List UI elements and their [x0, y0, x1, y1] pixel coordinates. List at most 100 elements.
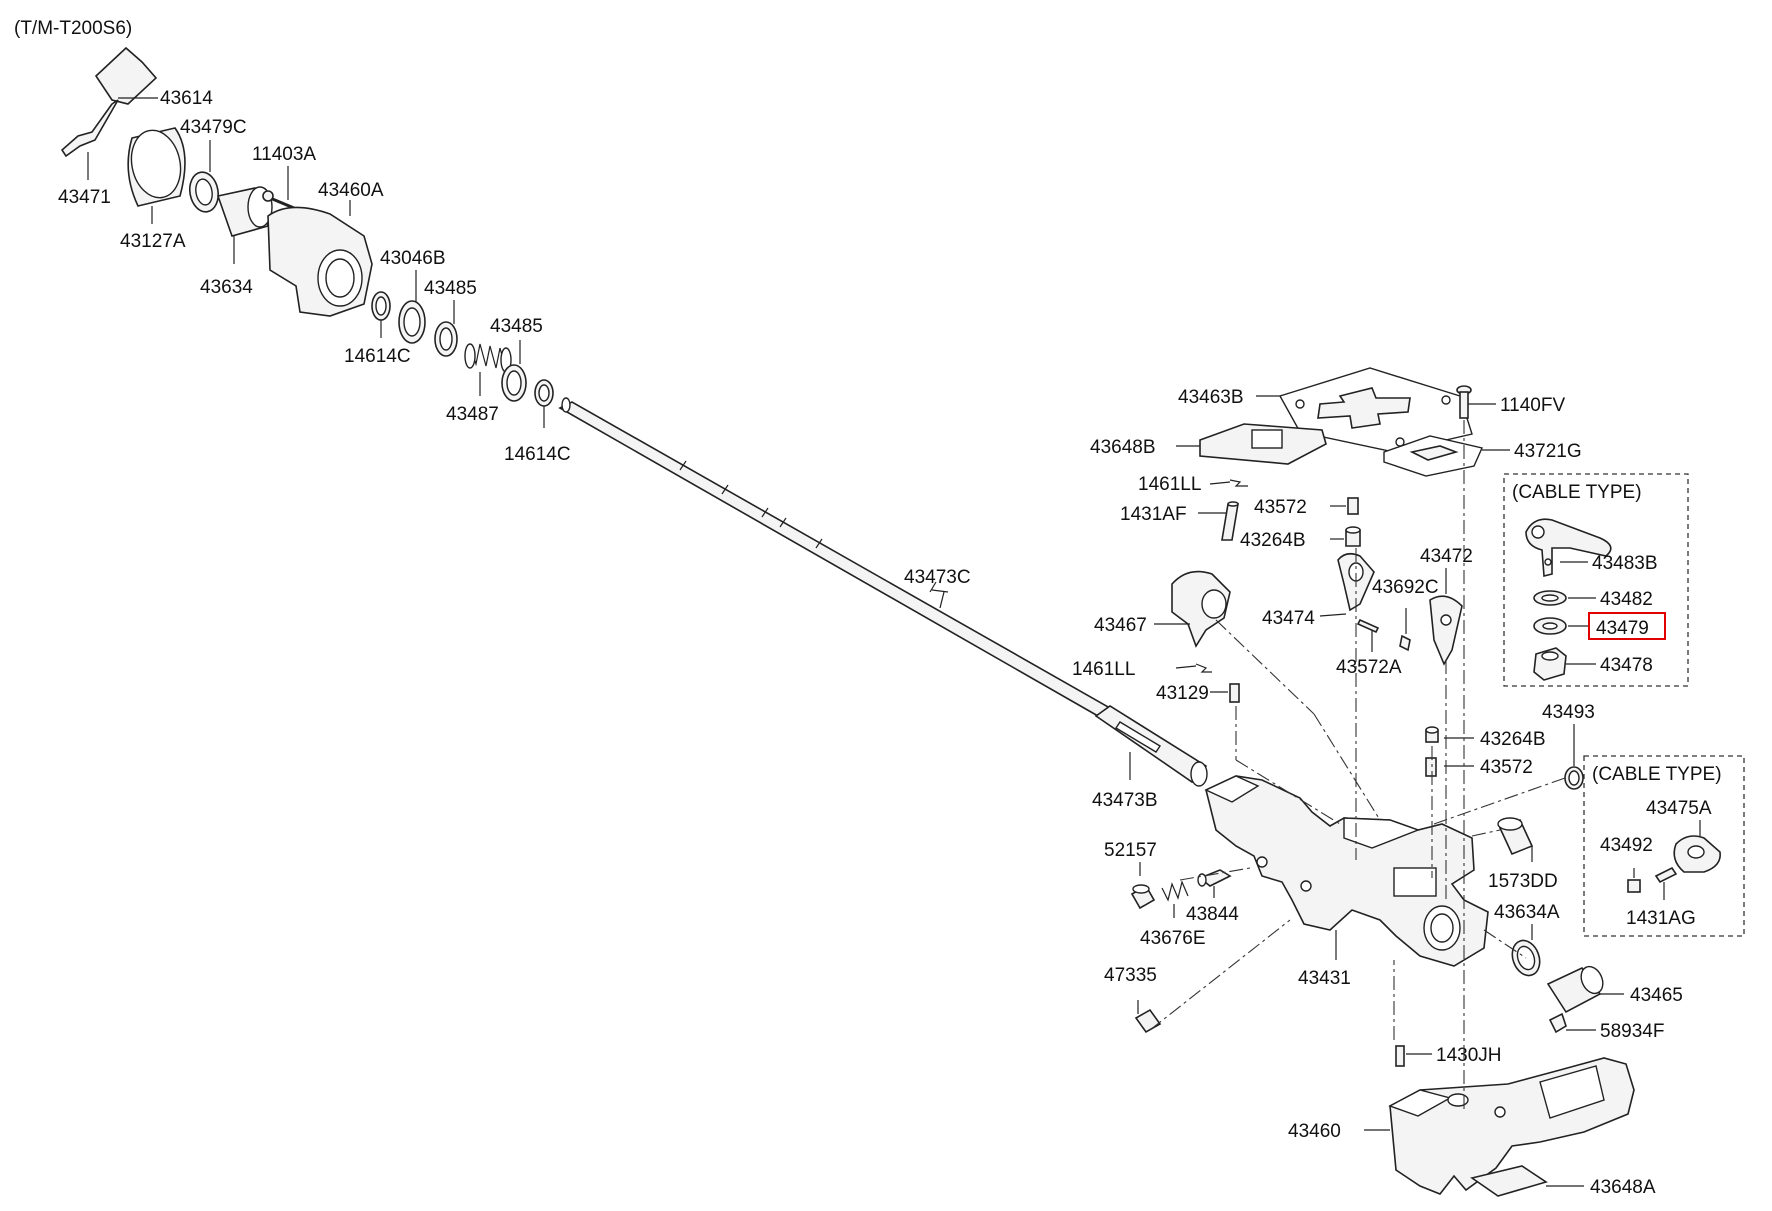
label-1461LL-upper: 1461LL — [1138, 474, 1201, 495]
label-43492: 43492 — [1600, 835, 1653, 856]
housing-43460A[interactable] — [267, 200, 373, 317]
snap-ring-14614C-lower[interactable] — [534, 379, 554, 428]
label-43474: 43474 — [1262, 608, 1315, 629]
label-43129: 43129 — [1156, 683, 1209, 704]
seal-43046B[interactable] — [398, 270, 426, 344]
cap-43264B-lower[interactable] — [1425, 726, 1474, 743]
fitting-58934F[interactable] — [1548, 1012, 1596, 1034]
label-43473B: 43473B — [1092, 790, 1158, 811]
pin-1430JH[interactable] — [1395, 1045, 1432, 1067]
pin-1431AF[interactable] — [1198, 501, 1239, 541]
label-1140FV: 1140FV — [1500, 395, 1565, 416]
label-43473C: 43473C — [904, 567, 971, 588]
shift-lever-43472[interactable] — [1429, 568, 1463, 666]
plate-43648B[interactable] — [1176, 423, 1327, 465]
cable-type-label-lower: (CABLE TYPE) — [1592, 764, 1722, 785]
washer-43485-a[interactable] — [434, 300, 458, 357]
label-43493: 43493 — [1542, 702, 1595, 723]
label-43478: 43478 — [1600, 655, 1653, 676]
label-1431AF: 1431AF — [1120, 504, 1187, 525]
label-52157: 52157 — [1104, 840, 1157, 861]
pin-43129[interactable] — [1210, 683, 1240, 703]
label-43467: 43467 — [1094, 615, 1147, 636]
bushing-43479[interactable] — [1533, 617, 1588, 635]
label-43572A: 43572A — [1336, 657, 1402, 678]
washer-43485-b[interactable] — [501, 340, 527, 402]
lever-43475A[interactable] — [1673, 820, 1721, 873]
label-43648B: 43648B — [1090, 437, 1156, 458]
label-58934F: 58934F — [1600, 1021, 1664, 1042]
selector-43474[interactable] — [1319, 552, 1375, 617]
snap-ring-14614C-upper[interactable] — [371, 291, 391, 338]
bushing-43492[interactable] — [1627, 868, 1641, 893]
pin-43692C[interactable] — [1399, 608, 1411, 652]
label-43127A: 43127A — [120, 231, 186, 252]
pin-1461LL-lower[interactable] — [1175, 663, 1212, 673]
diagram-header: (T/M-T200S6) — [14, 18, 132, 39]
label-43460A: 43460A — [318, 180, 384, 201]
nut-43478[interactable] — [1533, 647, 1596, 681]
seal-43634A[interactable] — [1508, 924, 1545, 979]
cable-type-box-upper — [1503, 473, 1689, 687]
label-1461LL-lower: 1461LL — [1072, 659, 1135, 680]
label-43485-b: 43485 — [490, 316, 543, 337]
oring-43493[interactable] — [1564, 724, 1584, 790]
assembly-guide-lines — [1149, 420, 1566, 1110]
pin-1431AG[interactable] — [1654, 866, 1678, 900]
pin-43572-upper[interactable] — [1330, 497, 1359, 515]
label-43046B: 43046B — [380, 248, 446, 269]
cap-43264B-upper[interactable] — [1330, 526, 1361, 547]
label-43485-a: 43485 — [424, 278, 477, 299]
label-43614: 43614 — [160, 88, 213, 109]
case-43431[interactable] — [1204, 775, 1489, 967]
label-43479[interactable]: 43479 — [1596, 618, 1649, 639]
label-43471: 43471 — [58, 187, 111, 208]
cover-gasket-43463B[interactable] — [1256, 367, 1473, 453]
seal-43479C[interactable] — [187, 140, 222, 214]
pin-43572A[interactable] — [1356, 618, 1380, 652]
shift-lever-43614[interactable] — [60, 46, 158, 158]
label-43482: 43482 — [1600, 589, 1653, 610]
pin-1461LL-upper[interactable] — [1229, 479, 1248, 487]
label-14614C-upper: 14614C — [344, 346, 411, 367]
label-43479C: 43479C — [180, 117, 247, 138]
pin-43572-lower[interactable] — [1425, 757, 1474, 777]
interlock-43467[interactable] — [1154, 570, 1231, 648]
bolt-11403A[interactable] — [262, 166, 295, 210]
label-43460: 43460 — [1288, 1121, 1341, 1142]
label-43475A: 43475A — [1646, 798, 1712, 819]
label-11403A: 11403A — [252, 144, 316, 165]
plug-43465[interactable] — [1546, 963, 1624, 1014]
label-43472: 43472 — [1420, 546, 1473, 567]
label-43721G: 43721G — [1514, 441, 1582, 462]
label-1431AG: 1431AG — [1626, 908, 1696, 929]
label-43844: 43844 — [1186, 904, 1239, 925]
shaft-43473C[interactable] — [558, 397, 1112, 717]
shaft-end-43473B[interactable] — [1094, 705, 1208, 787]
spring-43487[interactable] — [464, 343, 512, 396]
housing-43460[interactable] — [1364, 1057, 1635, 1195]
plunger-43844[interactable] — [1197, 869, 1232, 898]
boot-43127A[interactable] — [125, 126, 186, 224]
washer-43482[interactable] — [1533, 590, 1596, 606]
label-43692C: 43692C — [1372, 577, 1439, 598]
spring-43676E[interactable] — [1161, 880, 1189, 918]
plate-43648A[interactable] — [1470, 1165, 1584, 1197]
label-43463B: 43463B — [1178, 387, 1244, 408]
lever-43483B[interactable] — [1525, 518, 1612, 578]
label-43465: 43465 — [1630, 985, 1683, 1006]
label-14614C-lower: 14614C — [504, 444, 571, 465]
plug-52157[interactable] — [1130, 862, 1156, 910]
bushing-1573DD[interactable] — [1497, 817, 1534, 862]
label-43431: 43431 — [1298, 968, 1351, 989]
label-43572-upper: 43572 — [1254, 497, 1307, 518]
gasket-43721G[interactable] — [1383, 435, 1510, 477]
breather-47335[interactable] — [1134, 1000, 1162, 1034]
label-43487: 43487 — [446, 404, 499, 425]
label-1573DD: 1573DD — [1488, 871, 1558, 892]
label-43634: 43634 — [200, 277, 253, 298]
bolt-1140FV[interactable] — [1456, 385, 1496, 419]
label-43264B-lower: 43264B — [1480, 729, 1546, 750]
label-47335: 47335 — [1104, 965, 1157, 986]
highlight-box-43479 — [1588, 612, 1666, 640]
